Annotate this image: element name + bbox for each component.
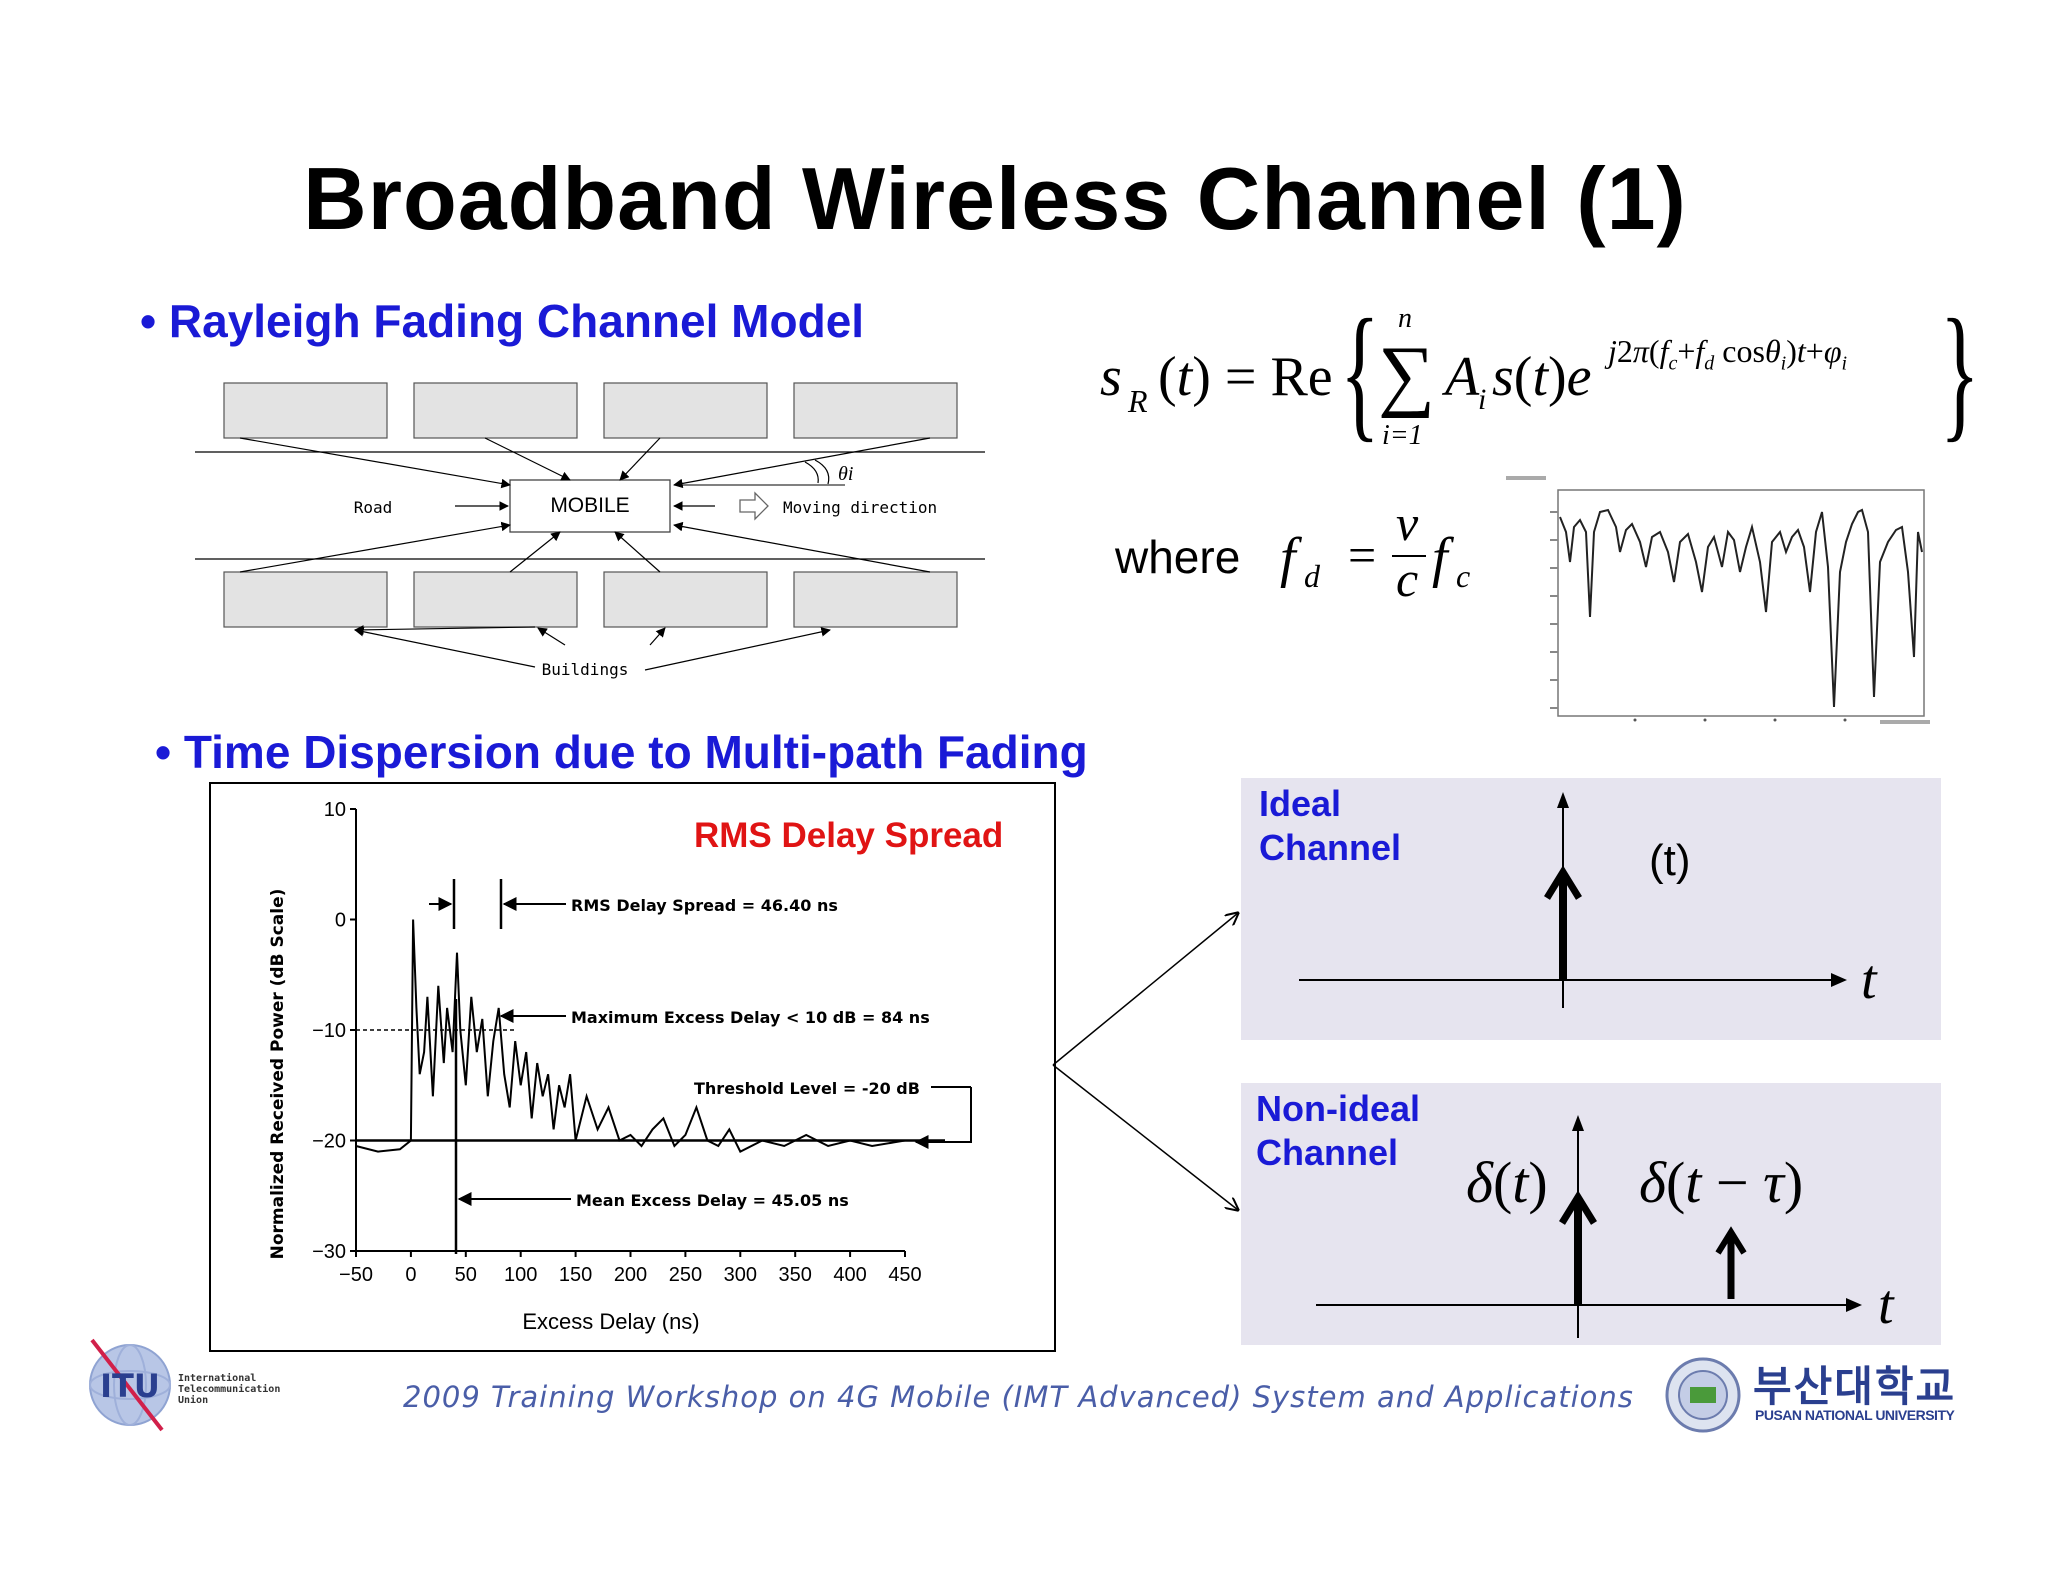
itu-logo: ITU International Telecommunication Unio… bbox=[82, 1335, 362, 1435]
road-label: Road bbox=[354, 498, 393, 517]
annotation-rms: RMS Delay Spread = 46.40 ns bbox=[571, 896, 838, 915]
itu-logo-text: ITU bbox=[100, 1367, 160, 1405]
delay-plot-chart: Normalized Received Power (dB Scale) Exc… bbox=[268, 799, 972, 1334]
ideal-axis-label: t bbox=[1861, 949, 1877, 1011]
where-label: where bbox=[1115, 531, 1241, 583]
x-tick-label: −50 bbox=[339, 1264, 373, 1286]
direction-label: Moving direction bbox=[783, 498, 937, 517]
branch-arrows bbox=[1052, 900, 1250, 1230]
rayleigh-equation: s R (t) = Re { ∑ n i=1 A i s(t)e j2π(fc+… bbox=[1100, 289, 1980, 455]
building-top-2 bbox=[413, 382, 578, 439]
delta-t-label: δ(t) bbox=[1466, 1150, 1548, 1215]
direction-arrow-icon bbox=[739, 491, 769, 521]
building-bottom-4 bbox=[793, 571, 958, 628]
building-top-1 bbox=[223, 382, 388, 439]
x-tick-label: 100 bbox=[504, 1264, 537, 1286]
mobile-label: MOBILE bbox=[550, 494, 629, 517]
building-bottom-1 bbox=[223, 571, 388, 628]
x-tick-label: 150 bbox=[559, 1264, 592, 1286]
ideal-impulse-label: (t) bbox=[1649, 836, 1691, 885]
annotation-mean-excess: Mean Excess Delay = 45.05 ns bbox=[576, 1191, 849, 1210]
delta-t-tau-label: δ(t − τ) bbox=[1639, 1150, 1804, 1215]
nonideal-channel-panel: Non-ideal Channel δ(t) δ(t − τ) t bbox=[1241, 1083, 1941, 1345]
slide-title: Broadband Wireless Channel (1) bbox=[303, 149, 1687, 248]
x-tick-label: 0 bbox=[405, 1264, 416, 1286]
buildings-label: Buildings bbox=[542, 660, 629, 679]
building-top-4 bbox=[793, 382, 958, 439]
building-bottom-3 bbox=[603, 571, 768, 628]
footer-workshop: 2009 Training Workshop on 4G Mobile (IMT… bbox=[403, 1380, 1634, 1414]
itu-org-line1: International bbox=[178, 1373, 257, 1384]
bullet-time-dispersion: • Time Dispersion due to Multi-path Fadi… bbox=[155, 726, 1088, 778]
x-tick-label: 50 bbox=[455, 1264, 477, 1286]
delay-trace bbox=[355, 919, 906, 1153]
mobile-box bbox=[509, 479, 671, 533]
pnu-korean-name: 부산대학교 bbox=[1753, 1362, 1957, 1411]
x-tick-label: 400 bbox=[833, 1264, 866, 1286]
y-tick-label: −10 bbox=[312, 1020, 346, 1042]
x-tick-label: 350 bbox=[779, 1264, 812, 1286]
pnu-logo: 부산대학교 PUSAN NATIONAL UNIVERSITY bbox=[1663, 1355, 1993, 1435]
delay-plot-ylabel: Normalized Received Power (dB Scale) bbox=[268, 889, 288, 1260]
pnu-english-name: PUSAN NATIONAL UNIVERSITY bbox=[1755, 1407, 1955, 1423]
building-bottom-2 bbox=[413, 571, 578, 628]
ideal-channel-panel: Ideal Channel (t) t bbox=[1241, 778, 1941, 1040]
sum-upper: n bbox=[1398, 303, 1412, 334]
delay-plot-title: RMS Delay Spread bbox=[694, 816, 1004, 855]
bullet-rayleigh: • Rayleigh Fading Channel Model bbox=[140, 295, 865, 347]
ideal-label-1: Ideal bbox=[1259, 783, 1342, 824]
sum-lower: i=1 bbox=[1382, 420, 1423, 451]
x-tick-label: 300 bbox=[724, 1264, 757, 1286]
doppler-equation: f d = v c f c bbox=[1280, 495, 1471, 607]
theta-label: θi bbox=[838, 463, 853, 485]
annotation-max-excess: Maximum Excess Delay < 10 dB = 84 ns bbox=[571, 1008, 930, 1027]
ideal-label-2: Channel bbox=[1259, 827, 1402, 868]
delay-plot-frame: RMS Delay Spread Normalized Received Pow… bbox=[209, 782, 1056, 1352]
y-tick-label: 0 bbox=[335, 910, 346, 932]
delay-plot-xlabel: Excess Delay (ns) bbox=[522, 1309, 699, 1334]
x-tick-label: 250 bbox=[669, 1264, 702, 1286]
nonideal-label-2: Channel bbox=[1256, 1132, 1399, 1173]
y-tick-label: 10 bbox=[324, 799, 346, 821]
building-top-3 bbox=[603, 382, 768, 439]
x-tick-label: 450 bbox=[888, 1264, 921, 1286]
x-tick-label: 200 bbox=[614, 1264, 647, 1286]
y-tick-label: −20 bbox=[312, 1131, 346, 1153]
itu-org-line3: Union bbox=[178, 1395, 209, 1406]
itu-org-line2: Telecommunication bbox=[178, 1384, 281, 1395]
road-diagram: θi MOBILE Road Moving direction Building… bbox=[195, 382, 985, 679]
annotation-threshold: Threshold Level = -20 dB bbox=[694, 1079, 920, 1098]
fading-waveform bbox=[1506, 476, 1930, 724]
nonideal-label-1: Non-ideal bbox=[1256, 1088, 1421, 1129]
nonideal-axis-label: t bbox=[1878, 1274, 1894, 1336]
y-tick-label: −30 bbox=[312, 1241, 346, 1263]
